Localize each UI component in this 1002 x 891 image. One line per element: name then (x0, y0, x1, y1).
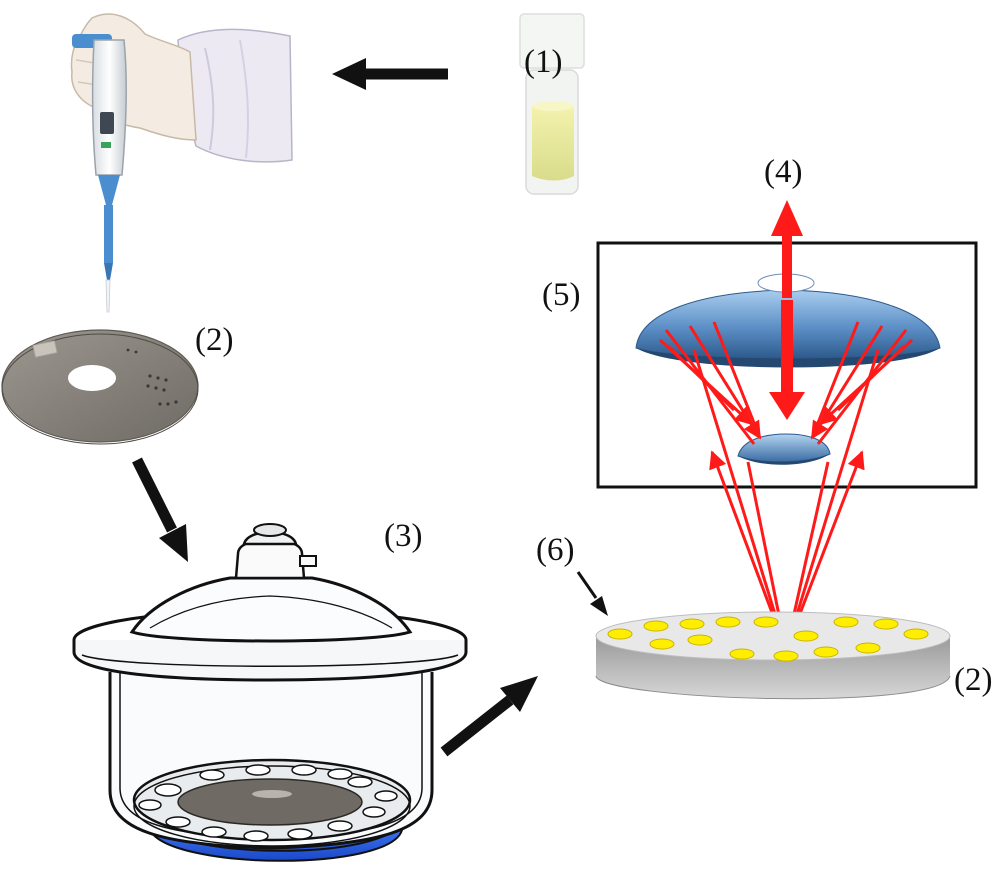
label-laser: (4) (764, 154, 802, 190)
label-sample-spot: (6) (536, 532, 574, 568)
pipette-in-hand (70, 13, 293, 313)
label-optics-box: (5) (542, 277, 580, 313)
label-wafer-right: (2) (954, 662, 992, 698)
arrow-wafer-to-desiccator (132, 457, 188, 562)
label-desiccator: (3) (384, 518, 422, 554)
optical-rays (658, 321, 914, 651)
sample-vial (519, 13, 585, 195)
secondary-mirror (737, 433, 831, 465)
arrow-sample-spot (576, 571, 608, 616)
label-wafer-top: (2) (195, 322, 233, 358)
arrow-vial-to-pipette (332, 58, 448, 90)
sample-plate (595, 611, 951, 700)
laser-beam (769, 200, 805, 420)
sample-wafer-disc (1, 329, 199, 445)
vacuum-desiccator (72, 523, 468, 862)
arrow-desiccator-to-sample (440, 676, 538, 757)
sample-spots (607, 616, 929, 662)
label-vial: (1) (524, 44, 562, 80)
